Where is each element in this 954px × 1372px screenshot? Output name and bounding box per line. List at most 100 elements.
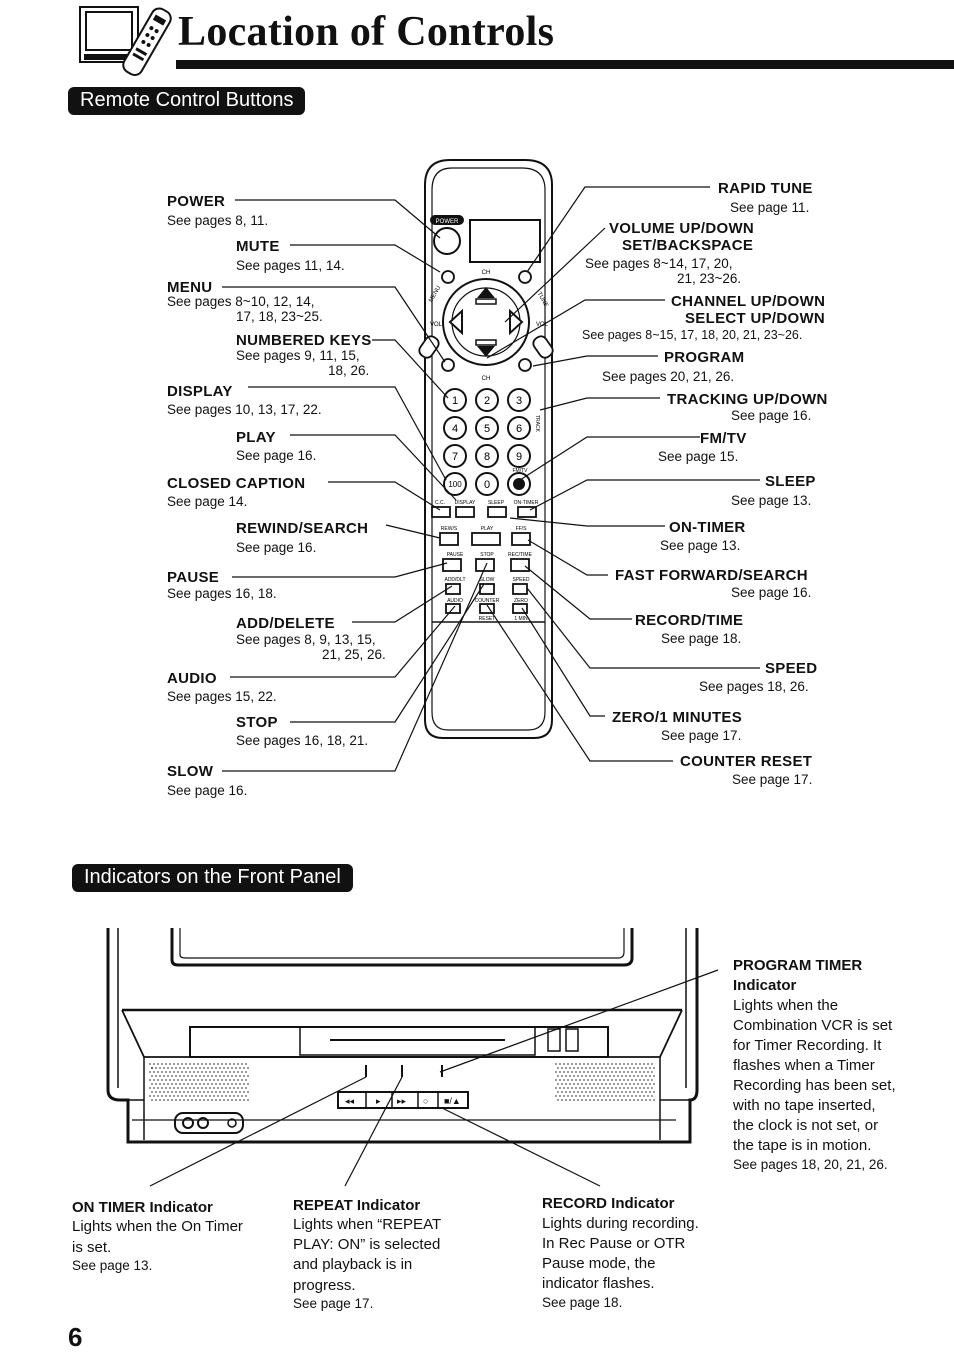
speaker-grill-left [149,1063,249,1101]
svg-text:4: 4 [452,423,458,435]
program-timer-title-2: Indicator [733,977,797,994]
ref-pause: See pages 16, 18. [167,586,277,601]
program-timer-line: with no tape inserted, [733,1097,876,1114]
repeat-line: and playback is in [293,1256,413,1273]
on-timer-line: is set. [72,1239,112,1256]
svg-text:C.C.: C.C. [435,500,445,506]
repeat-line: Lights when “REPEAT [293,1216,442,1233]
record-line: indicator flashes. [542,1275,655,1292]
label-numbered-keys: NUMBERED KEYS [236,332,372,349]
ref-add-delete-1: See pages 8, 9, 13, 15, [236,632,376,647]
svg-text:CH: CH [482,270,491,276]
svg-text:PAUSE: PAUSE [447,552,464,558]
label-on-timer: ON-TIMER [669,519,746,536]
label-stop: STOP [236,714,278,731]
page-number: 6 [68,1322,83,1352]
ref-on-timer: See page 13. [660,538,741,553]
title-rule [176,60,954,69]
ref-sleep: See page 13. [731,493,812,508]
ref-stop: See pages 16, 18, 21. [236,733,369,748]
label-fm-tv: FM/TV [700,430,747,447]
label-mute: MUTE [236,238,280,255]
label-rewind-search: REWIND/SEARCH [236,520,369,537]
section-heading-indicators: Indicators on the Front Panel [72,864,353,892]
label-program: PROGRAM [664,349,745,366]
program-timer-line: Lights when the [733,997,839,1014]
svg-text:TRACK: TRACK [534,415,540,433]
label-counter-reset: COUNTER RESET [680,753,813,770]
program-timer-ref: See pages 18, 20, 21, 26. [733,1157,888,1172]
svg-text:7: 7 [452,451,458,463]
program-timer-line: the clock is not set, or [733,1117,879,1134]
svg-text:REW/S: REW/S [441,526,458,532]
page-title: Location of Controls [178,9,555,55]
svg-text:SLEEP: SLEEP [488,500,505,506]
svg-text:ON-TIMER: ON-TIMER [514,500,539,506]
svg-text:AUDIO: AUDIO [447,598,463,604]
label-volume: VOLUME UP/DOWN [609,220,755,237]
svg-text:FM/TV: FM/TV [513,468,529,474]
ref-counter-reset: See page 17. [732,772,813,787]
label-channel: CHANNEL UP/DOWN [671,293,826,310]
svg-text:ADD/DLT: ADD/DLT [444,577,465,583]
repeat-line: PLAY: ON” is selected [293,1236,441,1253]
svg-text:1 MIN: 1 MIN [514,616,528,622]
program-timer-line: the tape is in motion. [733,1137,872,1154]
ref-slow: See page 16. [167,783,248,798]
ref-play: See page 16. [236,448,317,463]
ref-volume-2: 21, 23~26. [677,271,742,286]
label-closed-caption: CLOSED CAPTION [167,475,306,492]
record-line: In Rec Pause or OTR [542,1235,686,1252]
program-timer-line: flashes when a Timer [733,1057,875,1074]
on-timer-line: Lights when the On Timer [72,1218,243,1235]
label-zero-1-minutes: ZERO/1 MINUTES [612,709,743,726]
label-sleep: SLEEP [765,473,816,490]
ref-mute: See pages 11, 14. [236,258,345,273]
record-line: Pause mode, the [542,1255,656,1272]
label-select: SELECT UP/DOWN [685,310,826,327]
ref-numbered-keys-1: See pages 9, 11, 15, [236,348,360,363]
program-timer-line: for Timer Recording. It [733,1037,882,1054]
speaker-grill-right [555,1063,655,1101]
label-audio: AUDIO [167,670,217,687]
repeat-ref: See page 17. [293,1296,374,1311]
svg-text:0: 0 [484,479,490,491]
label-display: DISPLAY [167,383,233,400]
program-timer-title-1: PROGRAM TIMER [733,957,863,974]
svg-text:PLAY: PLAY [481,526,494,532]
label-speed: SPEED [765,660,818,677]
ref-closed-caption: See page 14. [167,494,248,509]
repeat-line: progress. [293,1277,356,1294]
ref-power: See pages 8, 11. [167,213,269,228]
svg-text:◂◂: ◂◂ [345,1096,355,1106]
on-timer-title: ON TIMER Indicator [72,1199,213,1216]
svg-text:▸▸: ▸▸ [397,1096,407,1106]
record-line: Lights during recording. [542,1215,699,1232]
svg-text:6: 6 [516,423,522,435]
svg-text:CH: CH [482,376,491,382]
ref-menu-2: 17, 18, 23~25. [236,309,323,324]
svg-text:POWER: POWER [436,219,459,225]
label-play: PLAY [236,429,276,446]
svg-text:2: 2 [484,395,490,407]
label-set-backspace: SET/BACKSPACE [622,237,754,254]
svg-text:○: ○ [423,1096,428,1106]
ref-speed: See pages 18, 26. [699,679,809,694]
ref-numbered-keys-2: 18, 26. [328,363,370,378]
label-rapid-tune: RAPID TUNE [718,180,813,197]
svg-text:SLOW: SLOW [480,577,495,583]
program-timer-line: Combination VCR is set [733,1017,893,1034]
ref-channel: See pages 8~15, 17, 18, 20, 21, 23~26. [582,328,803,342]
ref-display: See pages 10, 13, 17, 22. [167,402,322,417]
svg-text:■/▲: ■/▲ [444,1096,461,1106]
label-slow: SLOW [167,763,214,780]
label-tracking: TRACKING UP/DOWN [667,391,828,408]
svg-text:SPEED: SPEED [513,577,530,583]
ref-volume-1: See pages 8~14, 17, 20, [585,256,733,271]
label-menu: MENU [167,279,213,296]
ref-fm-tv: See page 15. [658,449,739,464]
svg-text:DISPLAY: DISPLAY [455,500,476,506]
